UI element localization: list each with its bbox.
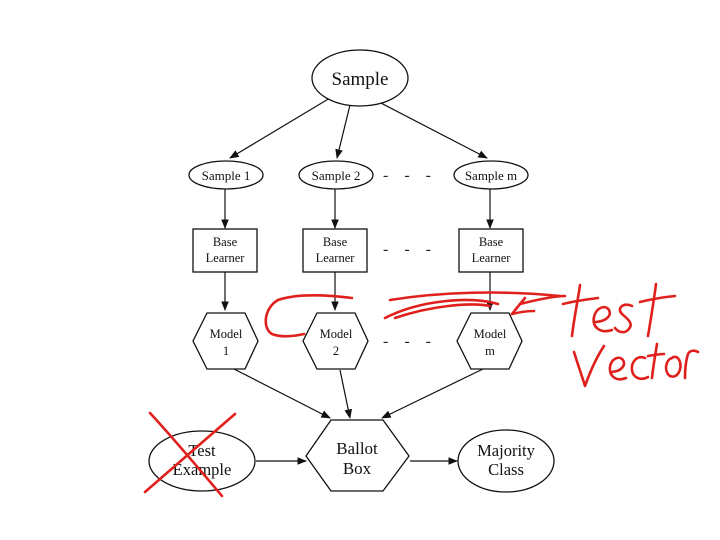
edge-modelm-to-ballot bbox=[381, 367, 486, 419]
base-learner-m-line2: Learner bbox=[472, 251, 512, 265]
sample-m-label: Sample m bbox=[465, 168, 517, 183]
test-example-line1: Test bbox=[188, 441, 216, 460]
base-learner-1-line2: Learner bbox=[206, 251, 246, 265]
sample-m-node: Sample m bbox=[453, 160, 529, 190]
ballot-box-node: Ballot Box bbox=[305, 419, 410, 492]
bracket-mark bbox=[264, 293, 354, 338]
edge-sample-to-sample1 bbox=[229, 97, 331, 159]
edge-model2-to-ballot bbox=[339, 369, 352, 419]
arrow-stroke bbox=[510, 309, 536, 316]
sample-2-node: Sample 2 bbox=[298, 160, 374, 190]
model-1-line2: 1 bbox=[223, 344, 229, 358]
model-1-line1: Model bbox=[210, 327, 243, 341]
majority-class-node: Majority Class bbox=[457, 429, 555, 493]
base-learner-2-line1: Base bbox=[323, 235, 348, 249]
model-2-node: Model 2 bbox=[302, 312, 369, 370]
base-learner-1-node: Base Learner bbox=[192, 228, 258, 273]
base-learner-m-node: Base Learner bbox=[458, 228, 524, 273]
pointer-stroke bbox=[388, 291, 562, 302]
ballot-box-line2: Box bbox=[343, 459, 372, 478]
sample-1-node: Sample 1 bbox=[188, 160, 264, 190]
cross-out-mark bbox=[143, 412, 237, 494]
test-example-line2: Example bbox=[173, 460, 232, 479]
model-m-line1: Model bbox=[474, 327, 507, 341]
model-2-line1: Model bbox=[320, 327, 353, 341]
sample-node: Sample bbox=[311, 49, 409, 107]
model-1-node: Model 1 bbox=[192, 312, 259, 370]
model-2-line2: 2 bbox=[333, 344, 339, 358]
edge-model1-to-ballot bbox=[231, 367, 331, 419]
samples-ellipsis: - - - bbox=[383, 167, 437, 184]
majority-class-line2: Class bbox=[488, 460, 524, 479]
model-m-line2: m bbox=[485, 344, 495, 358]
models-ellipsis: - - - bbox=[383, 333, 437, 350]
test-example-node: Test Example bbox=[148, 430, 256, 492]
pointer-stroke bbox=[393, 303, 492, 320]
base-learner-1-line1: Base bbox=[213, 235, 238, 249]
sample-label: Sample bbox=[332, 69, 389, 90]
model-m-node: Model m bbox=[456, 312, 523, 370]
arrow-stroke bbox=[518, 294, 567, 306]
pointer-stroke bbox=[383, 298, 500, 320]
ballot-box-line1: Ballot bbox=[336, 439, 378, 458]
handwritten-note-test-vector bbox=[561, 282, 700, 388]
base-learner-2-line2: Learner bbox=[316, 251, 356, 265]
edge-sample-to-samplem bbox=[374, 99, 488, 159]
red-annotations bbox=[143, 282, 700, 498]
sample-2-label: Sample 2 bbox=[312, 168, 361, 183]
edges bbox=[221, 97, 494, 465]
base-learner-2-node: Base Learner bbox=[302, 228, 368, 273]
learners-ellipsis: - - - bbox=[383, 241, 437, 258]
majority-class-line1: Majority bbox=[477, 441, 535, 460]
edge-sample-to-sample2 bbox=[335, 104, 351, 159]
base-learner-m-line1: Base bbox=[479, 235, 504, 249]
sample-1-label: Sample 1 bbox=[202, 168, 251, 183]
